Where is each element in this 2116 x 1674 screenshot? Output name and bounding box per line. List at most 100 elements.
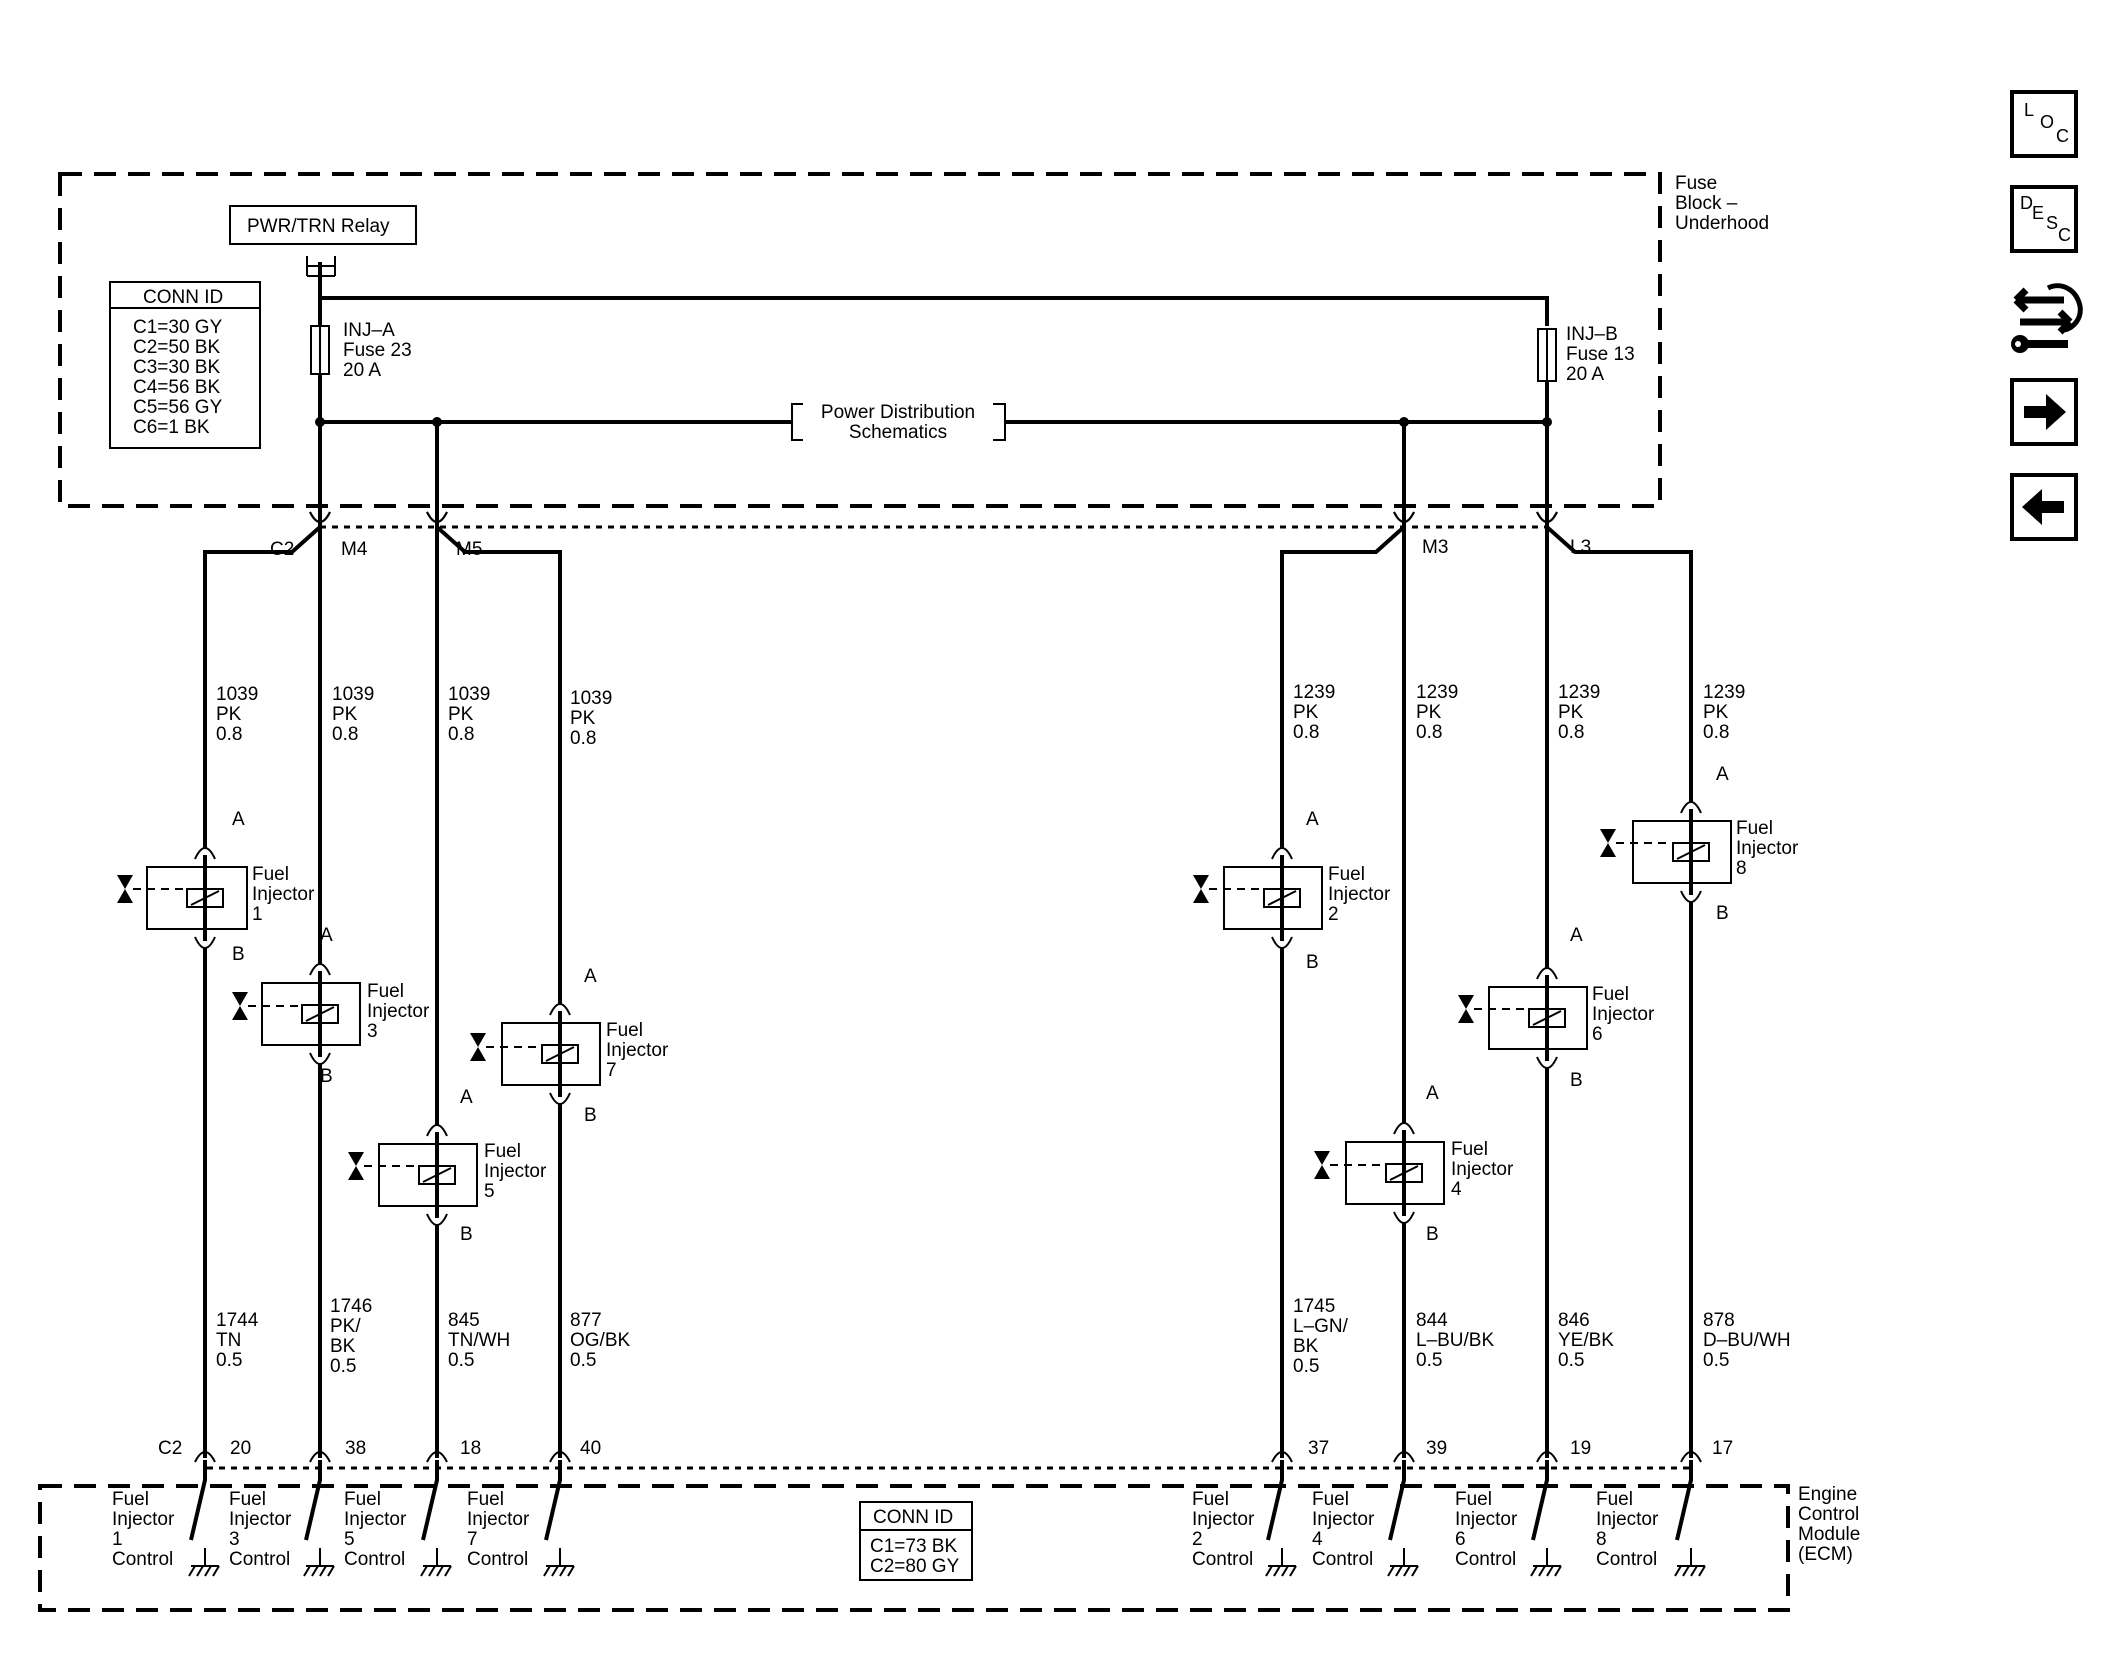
- injector-word: Injector: [606, 1040, 669, 1061]
- wire-color-top: PK: [216, 704, 242, 725]
- ecm-control-label: Control: [1312, 1549, 1373, 1570]
- location-button[interactable]: L O C: [2010, 90, 2078, 158]
- fuel-injector-box: [1632, 820, 1732, 884]
- injector-circuit-2: ABFuelInjector21239PK0.81745L–GN/BK0.537…: [1192, 510, 1415, 1577]
- wire-color-top: PK: [1703, 702, 1729, 723]
- ecm-control-label: Injector: [112, 1509, 175, 1530]
- relay-box: [229, 205, 417, 245]
- wire-gauge-top: 0.8: [570, 728, 596, 749]
- ecm-control-label: Control: [1192, 1549, 1253, 1570]
- ecm-control-label: Injector: [344, 1509, 407, 1530]
- injector-circuit-6: ABFuelInjector61239PK0.8846YE/BK0.519Fue…: [1455, 510, 1655, 1577]
- injector-word: Injector: [484, 1161, 547, 1182]
- wire-color-top: PK: [1416, 702, 1442, 723]
- wire-color-top: PK: [570, 708, 596, 729]
- ecm-control-label: Injector: [1192, 1509, 1255, 1530]
- wire-gauge-top: 0.8: [448, 724, 474, 745]
- ecm-control-label: Fuel: [1455, 1489, 1492, 1510]
- wire-circuit-bottom: 1744: [216, 1310, 259, 1331]
- injector-name: Fuel: [252, 864, 289, 885]
- injector-circuit-1: ABFuelInjector11039PK0.81744TN0.520FuelI…: [112, 510, 331, 1577]
- ecm-pin-number: 40: [580, 1438, 601, 1459]
- injector-word: Injector: [1451, 1159, 1514, 1180]
- next-page-button[interactable]: [2010, 378, 2078, 446]
- ecm-control-label: Control: [229, 1549, 290, 1570]
- wire-color-top: PK: [448, 704, 474, 725]
- injector-number: 3: [367, 1021, 378, 1042]
- ecm-control-label: 6: [1455, 1529, 1466, 1550]
- relay-label: PWR/TRN Relay: [247, 216, 390, 237]
- fuel-injector-box: [1223, 866, 1323, 930]
- edit-wrench-icon: [2011, 283, 2083, 353]
- wire-color-bottom: D–BU/WH: [1703, 1330, 1791, 1351]
- injector-valve-icon: [1600, 829, 1616, 857]
- ecm-control-label: Fuel: [1596, 1489, 1633, 1510]
- ecm-control-label: 3: [229, 1529, 240, 1550]
- injector-number: 7: [606, 1060, 617, 1081]
- ecm-control-label: Injector: [1312, 1509, 1375, 1530]
- ecm-pin-number: 37: [1308, 1438, 1329, 1459]
- pin-a-label: A: [1426, 1083, 1439, 1104]
- pin-a-label: A: [460, 1087, 473, 1108]
- ground-icon: [1530, 1548, 1562, 1577]
- ground-icon: [1674, 1548, 1706, 1577]
- injector-valve-icon: [470, 1033, 486, 1061]
- ecm-control-label: Injector: [1455, 1509, 1518, 1530]
- previous-page-button[interactable]: [2010, 473, 2078, 541]
- ecm-control-label: Fuel: [1312, 1489, 1349, 1510]
- wire-gauge-bottom: 0.5: [1416, 1350, 1442, 1371]
- wire-color-bottom: BK: [1293, 1336, 1319, 1357]
- wire-gauge-bottom: 0.5: [1703, 1350, 1729, 1371]
- ecm-title: Engine Control Module (ECM): [1798, 1484, 1866, 1565]
- injector-valve-icon: [117, 875, 133, 903]
- wire-circuit-top: 1239: [1703, 682, 1745, 703]
- injector-valve-icon: [348, 1152, 364, 1180]
- pin-b-label: B: [232, 944, 245, 965]
- wire-gauge-bottom: 0.5: [1558, 1350, 1584, 1371]
- edit-wrench-button[interactable]: [2008, 278, 2084, 358]
- wire-color-bottom: TN/WH: [448, 1330, 510, 1351]
- connector-c2-top: C2: [270, 539, 294, 560]
- loc-c: C: [2056, 126, 2069, 146]
- fuse-block-boundary: [58, 172, 1662, 508]
- wire-color-top: PK: [1293, 702, 1319, 723]
- wire-circuit-top: 1239: [1293, 682, 1335, 703]
- fuel-injector-box: [501, 1022, 601, 1086]
- wire-circuit-bottom: 1746: [330, 1296, 372, 1317]
- fuse-block-title: Fuse Block – Underhood: [1675, 173, 1769, 234]
- ecm-pin-number: 39: [1426, 1438, 1447, 1459]
- ecm-control-label: 7: [467, 1529, 478, 1550]
- pin-a-label: A: [1570, 925, 1583, 946]
- ground-icon: [543, 1548, 575, 1577]
- ecm-connector-c2: C2: [158, 1438, 182, 1459]
- injector-number: 5: [484, 1181, 495, 1202]
- wire-color-bottom: L–GN/: [1293, 1316, 1349, 1337]
- ecm-control-label: Fuel: [1192, 1489, 1229, 1510]
- pin-b-label: B: [1426, 1224, 1439, 1245]
- ecm-conn-id: CONN ID C1=73 BK C2=80 GY: [859, 1501, 973, 1581]
- wire-color-bottom: YE/BK: [1558, 1330, 1614, 1351]
- fuel-injector-box: [1345, 1141, 1445, 1205]
- injector-valve-icon: [1458, 995, 1474, 1023]
- ground-icon: [303, 1548, 335, 1577]
- wire-circuit-bottom: 1745: [1293, 1296, 1335, 1317]
- pin-b-label: B: [1306, 952, 1319, 973]
- description-button[interactable]: D E S C: [2010, 185, 2078, 253]
- wire-gauge-bottom: 0.5: [330, 1356, 356, 1377]
- connector-m4: M4: [341, 539, 368, 560]
- wire-circuit-bottom: 844: [1416, 1310, 1448, 1331]
- fuse-a-label: INJ–A Fuse 23 20 A: [343, 320, 417, 381]
- pin-b-label: B: [320, 1066, 333, 1087]
- wire-gauge-bottom: 0.5: [216, 1350, 242, 1371]
- arrow-right-icon: [2024, 394, 2066, 430]
- ecm-pin-number: 18: [460, 1438, 481, 1459]
- fuel-injector-box: [378, 1143, 478, 1207]
- injector-valve-icon: [232, 992, 248, 1020]
- pin-a-label: A: [320, 925, 333, 946]
- wire-gauge-top: 0.8: [1703, 722, 1729, 743]
- loc-o: O: [2040, 112, 2055, 132]
- wire-circuit-bottom: 845: [448, 1310, 480, 1331]
- fuse-inj-b: [1537, 328, 1557, 382]
- pin-a-label: A: [584, 966, 597, 987]
- wire-color-bottom: TN: [216, 1330, 241, 1351]
